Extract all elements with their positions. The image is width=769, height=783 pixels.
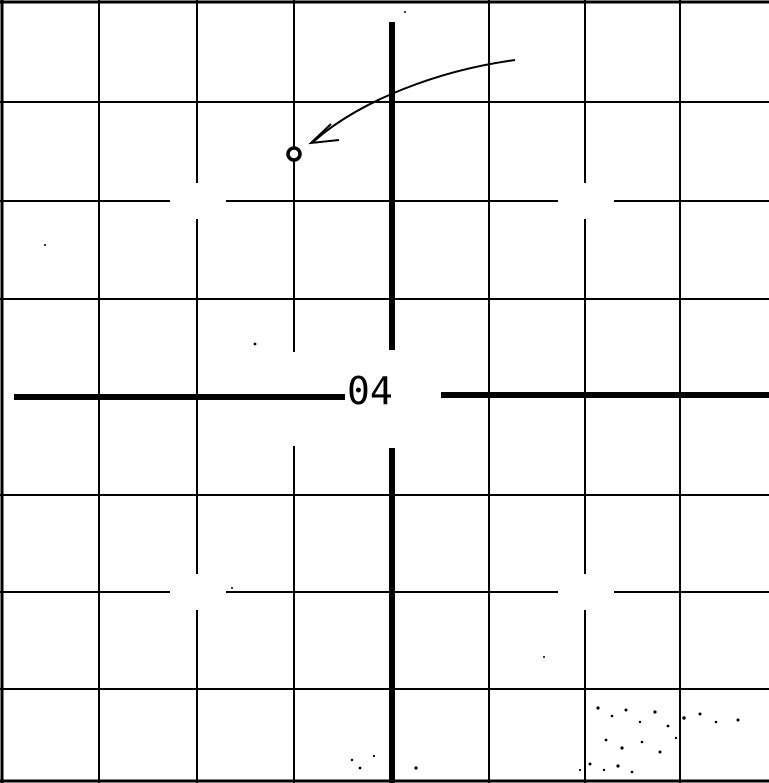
- gap-upper-right: [558, 183, 614, 219]
- gap-lower-right: [558, 574, 614, 610]
- scan-noise: [44, 11, 740, 774]
- center-label: 04: [347, 369, 393, 413]
- gap-lower-left: [170, 574, 226, 610]
- gap-upper-left: [170, 183, 226, 219]
- grid-horizontal-lines: [0, 101, 769, 690]
- bold-axes: [14, 22, 769, 783]
- curved-arrow-icon: [308, 59, 516, 145]
- target-circle-icon: [286, 146, 302, 162]
